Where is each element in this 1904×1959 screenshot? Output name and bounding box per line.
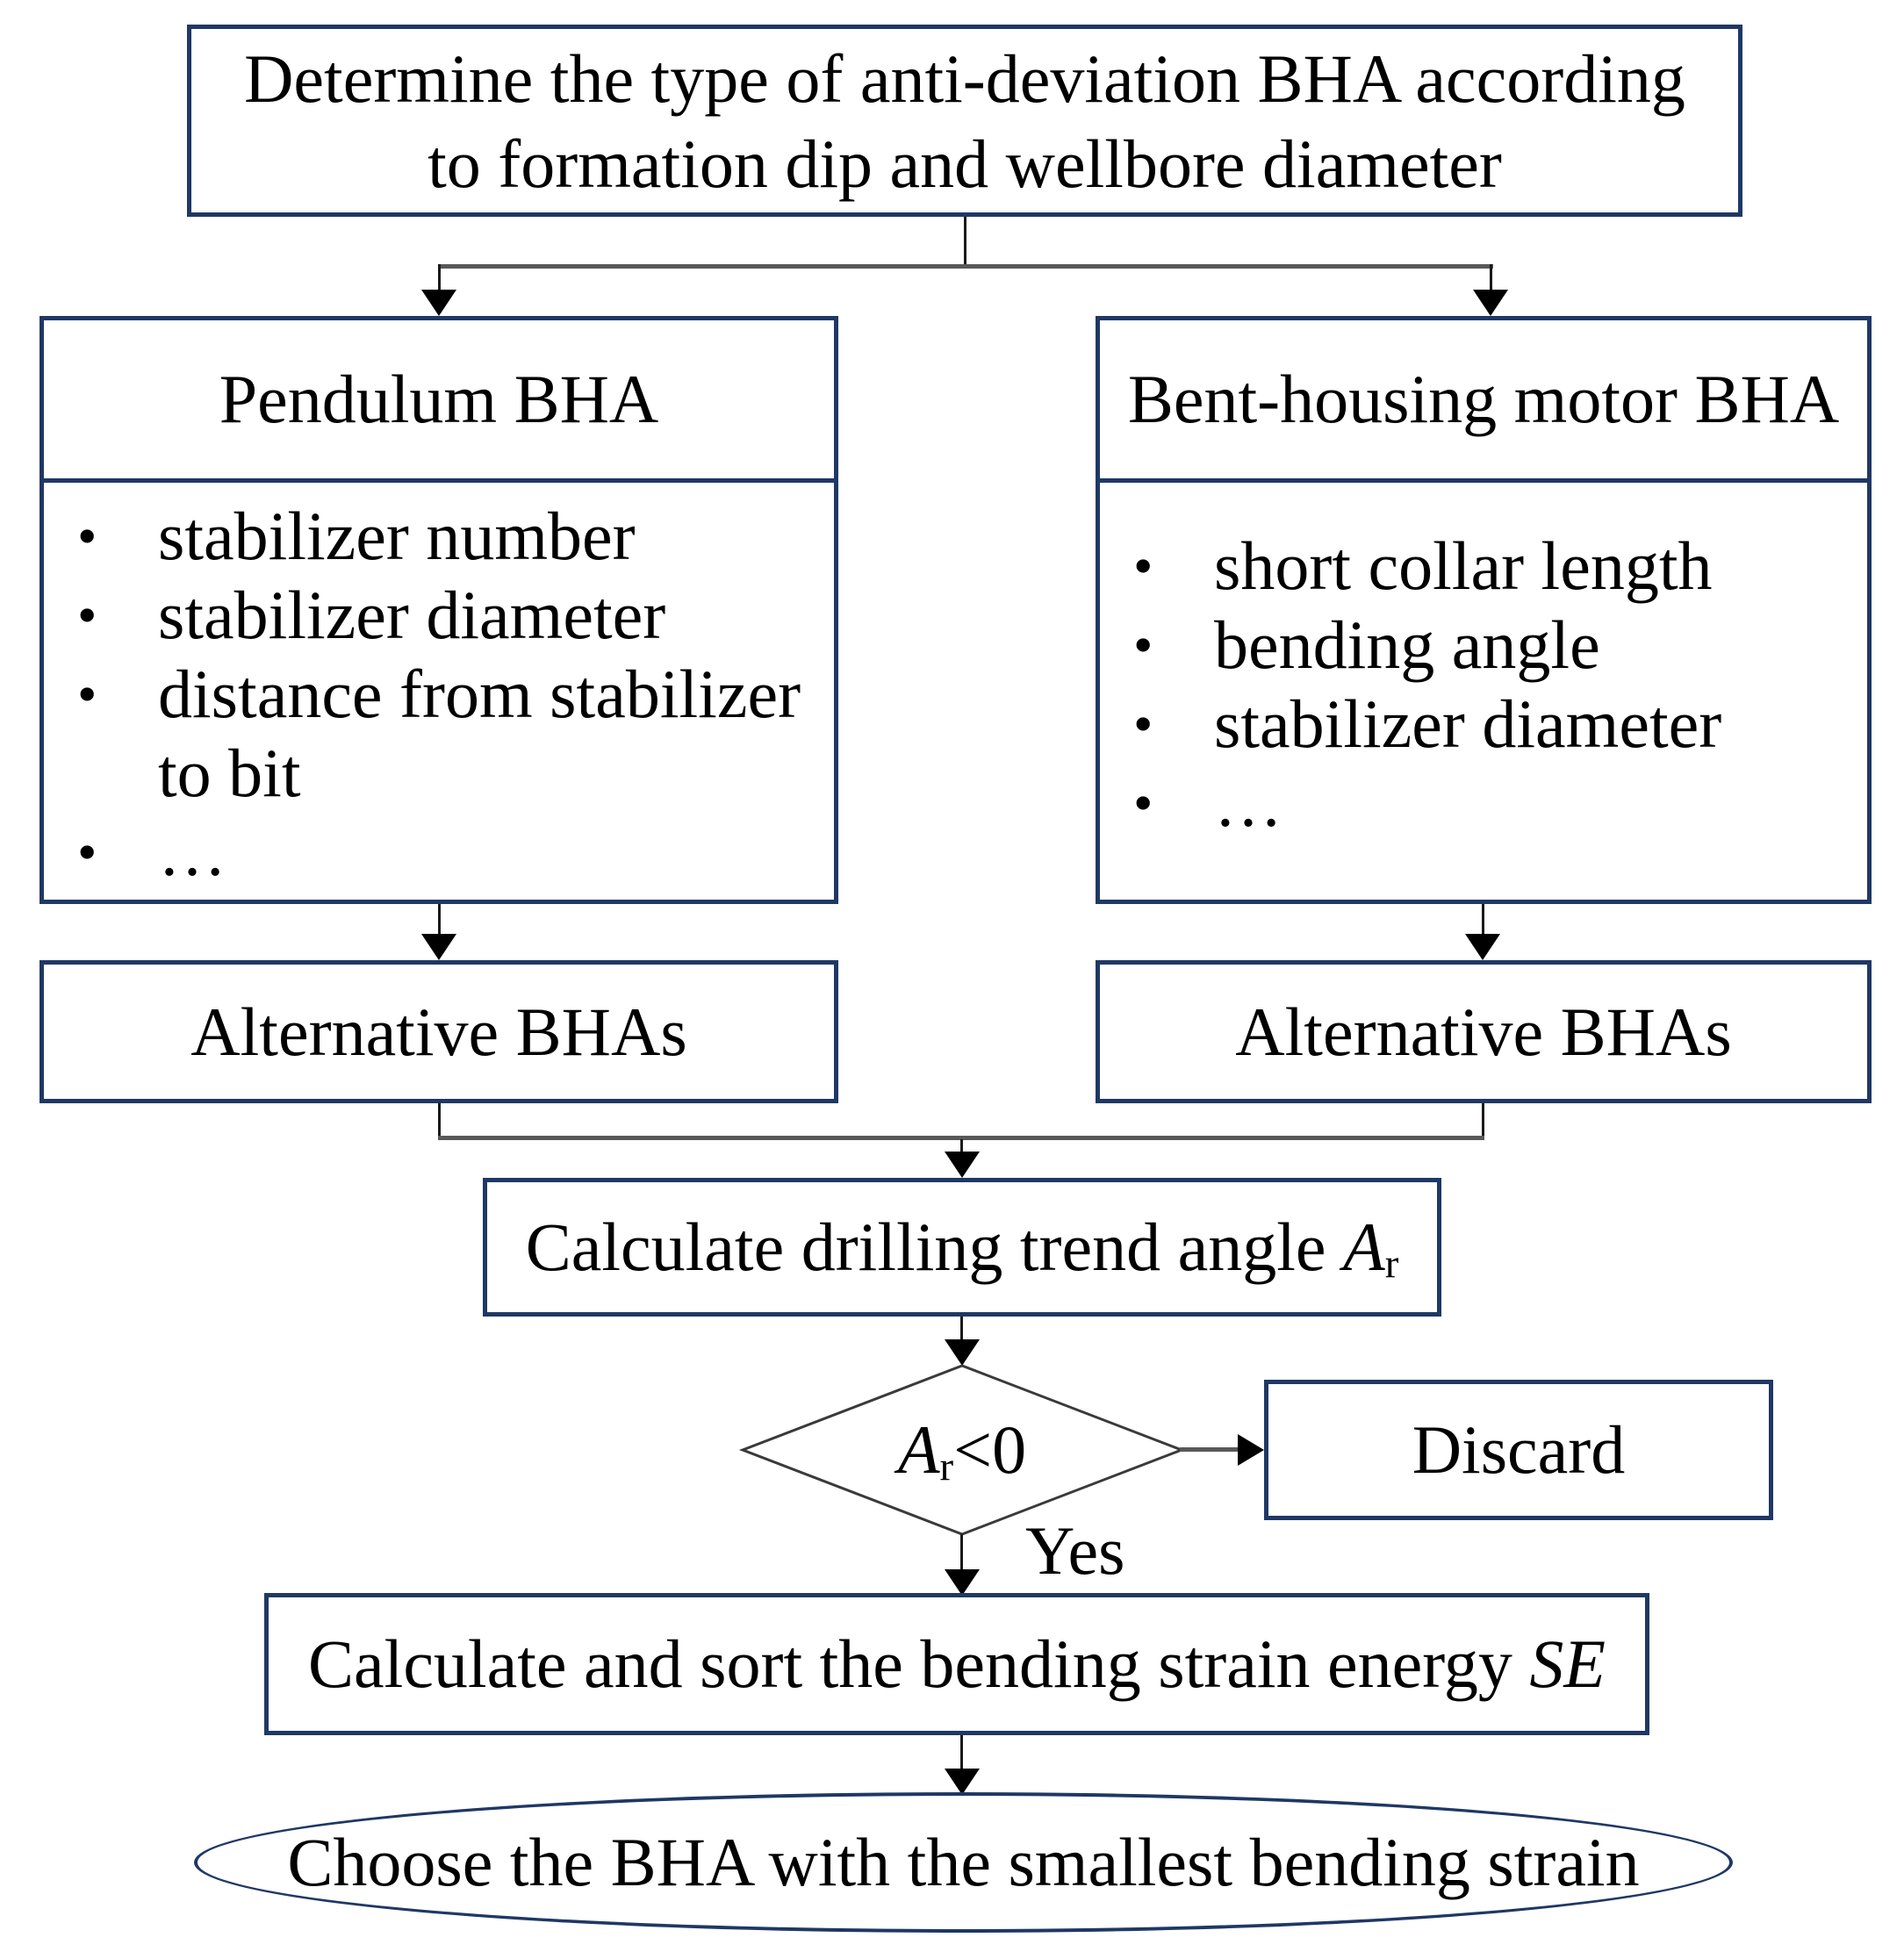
bullet-text: … bbox=[1214, 764, 1283, 841]
list-item: • stabilizer diameter bbox=[1133, 685, 1851, 764]
top-process-text-line2: to formation dip and wellbore diameter bbox=[428, 125, 1502, 202]
bullet-dot: • bbox=[77, 663, 97, 725]
discard-text: Discard bbox=[1412, 1411, 1626, 1488]
alt-right-text: Alternative BHAs bbox=[1235, 993, 1732, 1070]
connector-merge-stem bbox=[960, 1139, 963, 1153]
variable-SE: SE bbox=[1529, 1625, 1606, 1702]
bullet-text: … bbox=[158, 814, 226, 890]
arrowhead-into-alt-left bbox=[421, 934, 456, 960]
list-item: • short collar length bbox=[1133, 527, 1851, 606]
bullet-text: stabilizer diameter bbox=[1214, 685, 1722, 762]
connector-alt-left-drop bbox=[438, 1103, 441, 1140]
decision-condition: Ar<0 bbox=[787, 1404, 1138, 1496]
pendulum-branch-title: Pendulum BHA bbox=[44, 320, 834, 483]
list-item: • stabilizer diameter bbox=[77, 576, 818, 655]
arrowhead-into-energy-box bbox=[945, 1569, 980, 1596]
calc-trend-angle-box: Calculate drilling trend angle Ar bbox=[483, 1178, 1441, 1317]
pendulum-branch-box: Pendulum BHA • stabilizer number • stabi… bbox=[40, 316, 838, 904]
list-item: • bending angle bbox=[1133, 606, 1851, 685]
arrowhead-into-diamond bbox=[945, 1339, 980, 1366]
motor-branch-title: Bent-housing motor BHA bbox=[1100, 320, 1867, 483]
connector-diamond-to-discard bbox=[1180, 1447, 1241, 1452]
connector-top-split-hline bbox=[438, 264, 1493, 269]
variable-A: A bbox=[1343, 1209, 1385, 1285]
connector-motor-to-alt-stem bbox=[1482, 904, 1484, 936]
end-terminator-ellipse: Choose the BHA with the smallest bending… bbox=[194, 1792, 1733, 1933]
connector-alt-right-drop bbox=[1482, 1103, 1484, 1140]
connector-split-left-stem bbox=[438, 264, 441, 291]
pendulum-bullet-list: • stabilizer number • stabilizer diamete… bbox=[44, 483, 834, 892]
list-item: • … bbox=[1133, 764, 1851, 843]
list-item: • stabilizer number bbox=[77, 497, 818, 576]
calc-angle-text: Calculate drilling trend angle Ar bbox=[525, 1209, 1399, 1288]
calc-energy-text: Calculate and sort the bending strain en… bbox=[308, 1625, 1606, 1702]
connector-merge-hline bbox=[438, 1136, 1484, 1140]
alt-left-text: Alternative BHAs bbox=[190, 993, 687, 1070]
decision-condition-text: Ar<0 bbox=[897, 1411, 1027, 1490]
subscript-r: r bbox=[1384, 1241, 1399, 1288]
bullet-dot: • bbox=[1133, 692, 1153, 755]
arrowhead-into-motor-box bbox=[1473, 290, 1508, 316]
arrowhead-into-terminator bbox=[945, 1769, 980, 1795]
bullet-text: distance from stabilizer to bit bbox=[158, 656, 801, 811]
arrowhead-into-alt-right bbox=[1465, 934, 1500, 960]
motor-bullet-list: • short collar length • bending angle • … bbox=[1100, 483, 1867, 843]
alternative-bhas-left-box: Alternative BHAs bbox=[40, 960, 838, 1103]
motor-branch-box: Bent-housing motor BHA • short collar le… bbox=[1096, 316, 1872, 904]
variable-A: A bbox=[897, 1411, 940, 1488]
top-process-box: Determine the type of anti-deviation BHA… bbox=[187, 25, 1742, 217]
list-item: • … bbox=[77, 813, 818, 892]
end-terminator-text: Choose the BHA with the smallest bending… bbox=[287, 1824, 1640, 1900]
bullet-dot: • bbox=[77, 505, 97, 567]
bullet-text: stabilizer diameter bbox=[158, 577, 666, 653]
pendulum-title-text: Pendulum BHA bbox=[219, 361, 659, 437]
bullet-dot: • bbox=[1133, 771, 1153, 834]
connector-top-split-stem bbox=[964, 217, 966, 267]
bullet-dot: • bbox=[1133, 535, 1153, 597]
connector-diamond-yes-stem bbox=[960, 1534, 963, 1571]
subscript-r: r bbox=[939, 1444, 954, 1490]
yes-label: Yes bbox=[1025, 1512, 1125, 1589]
connector-split-right-stem bbox=[1490, 264, 1492, 291]
top-process-text-line1: Determine the type of anti-deviation BHA… bbox=[244, 39, 1685, 117]
calc-strain-energy-box: Calculate and sort the bending strain en… bbox=[264, 1593, 1649, 1735]
connector-calc-to-diamond-stem bbox=[960, 1317, 963, 1341]
list-item: • distance from stabilizer to bit bbox=[77, 655, 818, 813]
connector-pendulum-to-alt-stem bbox=[438, 904, 441, 936]
alternative-bhas-right-box: Alternative BHAs bbox=[1096, 960, 1872, 1103]
bullet-text: short collar length bbox=[1214, 527, 1713, 604]
bullet-dot: • bbox=[77, 584, 97, 646]
bullet-text: bending angle bbox=[1214, 606, 1600, 683]
arrowhead-into-discard bbox=[1238, 1434, 1264, 1466]
bullet-dot: • bbox=[77, 821, 97, 883]
discard-box: Discard bbox=[1264, 1380, 1773, 1520]
motor-title-text: Bent-housing motor BHA bbox=[1127, 361, 1840, 437]
arrowhead-into-pendulum-box bbox=[421, 290, 456, 316]
bullet-dot: • bbox=[1133, 614, 1153, 676]
bullet-text: stabilizer number bbox=[158, 498, 636, 574]
arrowhead-into-calc-angle-box bbox=[945, 1152, 980, 1178]
connector-energy-to-end-stem bbox=[960, 1735, 963, 1770]
